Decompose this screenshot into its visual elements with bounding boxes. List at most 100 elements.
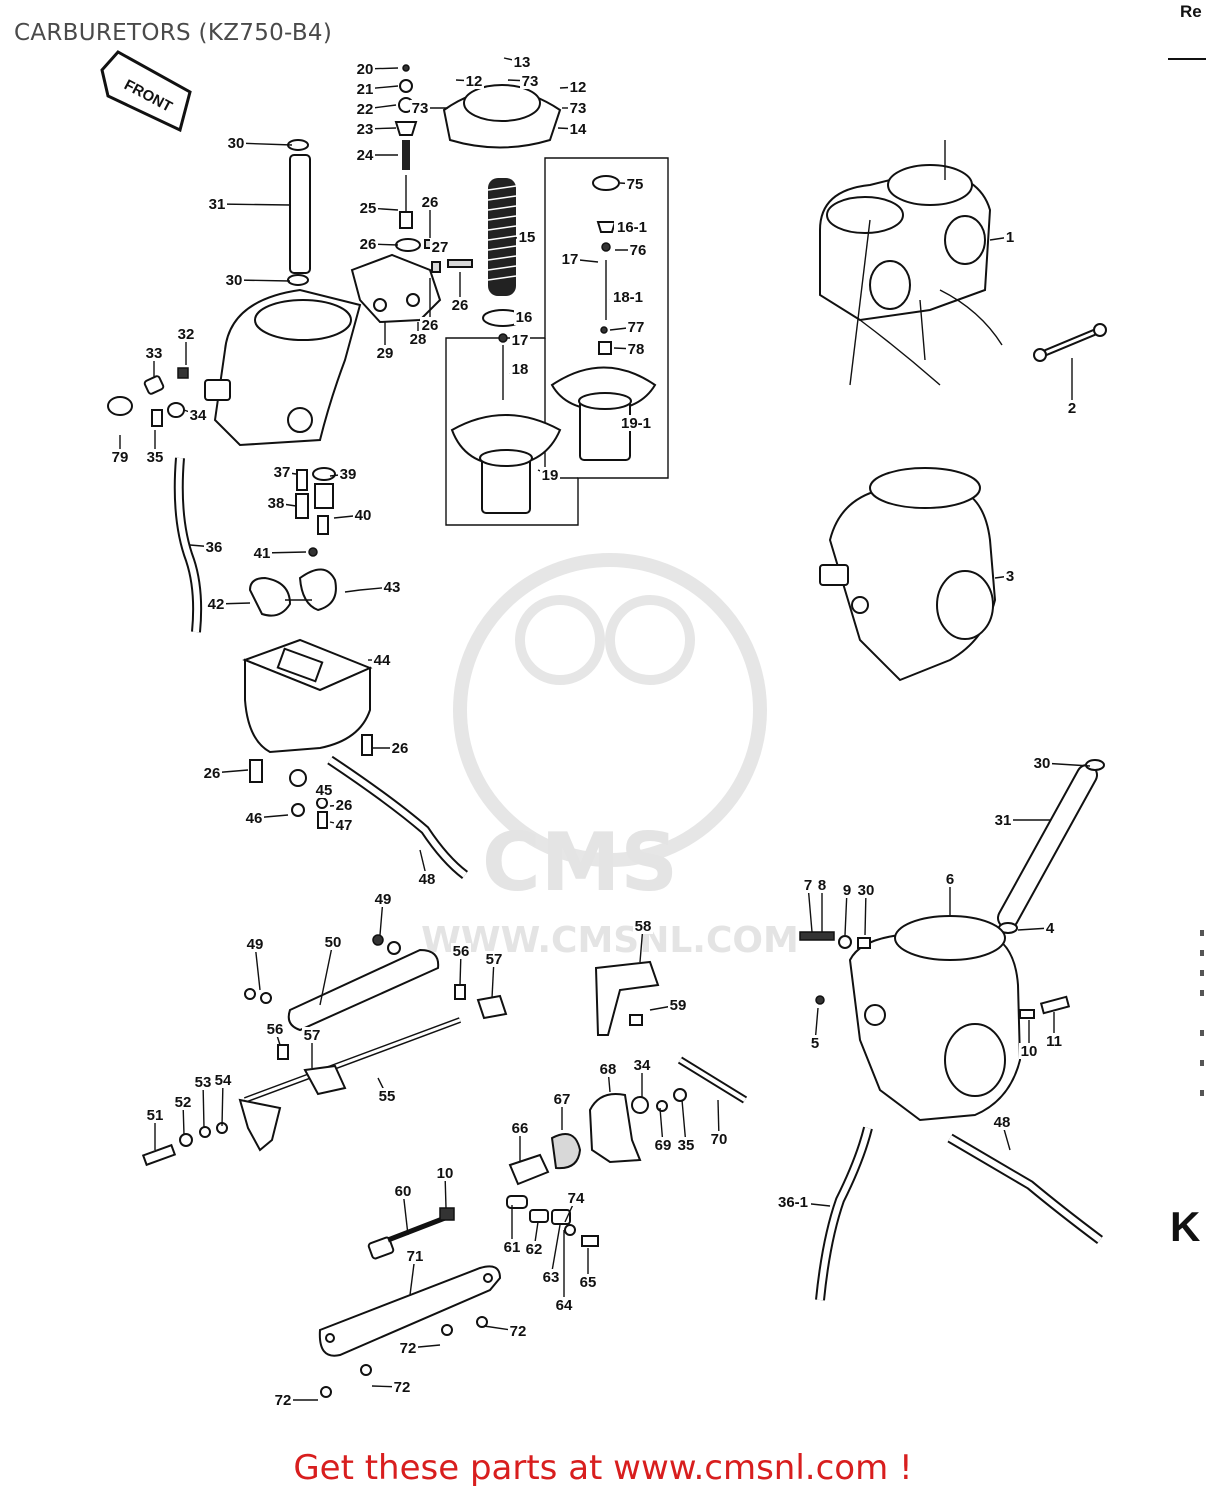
callout-label-bg (554, 1297, 574, 1313)
callout-label: 61 (504, 1239, 521, 1256)
callout-label-bg (405, 1248, 425, 1264)
callout-label: 20 (357, 61, 374, 78)
callout-label-bg (610, 289, 646, 305)
callout-label: 26 (360, 236, 377, 253)
watermark-ring (453, 553, 767, 867)
callout-label-bg (435, 1165, 455, 1181)
callout-label: 35 (678, 1137, 695, 1154)
callout-label-bg (1004, 229, 1016, 245)
callout-label-bg (173, 1094, 193, 1110)
callout-label: 30 (858, 882, 875, 899)
callout-label: 73 (412, 100, 429, 117)
callout-label-bg (355, 101, 375, 117)
cta-banner[interactable]: Get these parts at www.cmsnl.com ! (0, 1448, 1206, 1488)
bracket-58 (594, 960, 660, 1036)
callout-label-bg (653, 1137, 673, 1153)
callout-label: 2 (1068, 400, 1076, 417)
callout-label: 35 (147, 449, 164, 466)
callout-label-bg (334, 817, 354, 833)
callout-label: 40 (355, 507, 372, 524)
callout-label-bg (193, 1074, 213, 1090)
callout-label: 13 (514, 54, 531, 71)
callout-label-bg (992, 1114, 1012, 1130)
vacuum-piston-19 (450, 414, 562, 514)
callout-label-bg (245, 936, 265, 952)
callout-label: 56 (453, 943, 470, 960)
callout-label-bg (392, 1379, 412, 1395)
callout-label-bg (266, 495, 286, 511)
callout-label-bg (633, 918, 653, 934)
callout-label: 17 (512, 332, 529, 349)
callout-label-bg (265, 1021, 285, 1037)
callout-label: 71 (407, 1248, 424, 1265)
callout-label-bg (213, 1072, 233, 1088)
callout-label: 5 (811, 1035, 819, 1052)
callout-label: 79 (112, 449, 129, 466)
cta-link[interactable]: Get these parts at www.cmsnl.com ! (293, 1448, 913, 1488)
bracket-28-29 (350, 253, 442, 324)
callout-label-bg (625, 176, 645, 192)
callout-label: 59 (670, 997, 687, 1014)
callout-label: 33 (146, 345, 163, 362)
callout-label: 6 (946, 871, 954, 888)
callout-label-bg (510, 1120, 530, 1136)
piston-group-box (445, 157, 669, 526)
callout-label: 9 (843, 882, 851, 899)
spring-67 (550, 1133, 582, 1170)
callout-label-bg (377, 1088, 397, 1104)
callout-label-bg (517, 229, 537, 245)
callout-label-bg (355, 61, 375, 77)
callout-label-bg (355, 147, 375, 163)
watermark-goggle-right (605, 595, 695, 685)
callout-label-bg (626, 341, 646, 357)
callout-label: 16 (516, 309, 533, 326)
corner-text: Re (1180, 2, 1202, 21)
callout-label: 73 (570, 100, 587, 117)
callout-label-bg (552, 1091, 572, 1107)
callout-label: 29 (377, 345, 394, 362)
callout-label-bg (145, 1107, 165, 1123)
callout-label: 47 (336, 817, 353, 834)
callout-label: 12 (570, 79, 587, 96)
callout-label: 64 (556, 1297, 573, 1314)
callout-label-bg (393, 1183, 413, 1199)
callout-label: 74 (568, 1190, 585, 1207)
callout-label-bg (373, 891, 393, 907)
holder-16-1 (596, 221, 617, 233)
callout-label: 57 (304, 1027, 321, 1044)
cap-75 (592, 175, 620, 191)
link-2 (1033, 323, 1107, 362)
float-bowl-44 (242, 638, 373, 754)
callout-label-bg (410, 100, 430, 116)
callout-label-bg (614, 219, 650, 235)
callout-label-bg (202, 765, 222, 781)
callout-label: 50 (325, 934, 342, 951)
callout-label: 30 (226, 272, 243, 289)
callout-label-bg (206, 596, 226, 612)
vacuum-piston-19-1 (550, 366, 657, 461)
callout-label-bg (314, 782, 334, 798)
callout-label-bg (450, 297, 470, 313)
callout-label: 36 (206, 539, 223, 556)
callout-label-bg (568, 100, 588, 116)
callout-label-bg (272, 464, 292, 480)
callout-label-bg (408, 331, 428, 347)
callout-label: 68 (600, 1061, 617, 1078)
callout-label-bg (252, 545, 272, 561)
callout-label: 65 (580, 1274, 597, 1291)
callout-label: 53 (195, 1074, 212, 1091)
callout-label: 26 (422, 317, 439, 334)
callout-label: 12 (466, 73, 483, 90)
callout-label-bg (1004, 568, 1016, 584)
callout-label: 28 (410, 331, 427, 348)
callout-label: 8 (818, 877, 826, 894)
callout-label: 58 (635, 918, 652, 935)
callout-label: 73 (522, 73, 539, 90)
callout-label-bg (382, 579, 402, 595)
callout-label-bg (144, 345, 164, 361)
callout-label-bg (207, 196, 227, 212)
callout-label-bg (566, 1190, 586, 1206)
watermark-brand: CMS (482, 816, 678, 909)
